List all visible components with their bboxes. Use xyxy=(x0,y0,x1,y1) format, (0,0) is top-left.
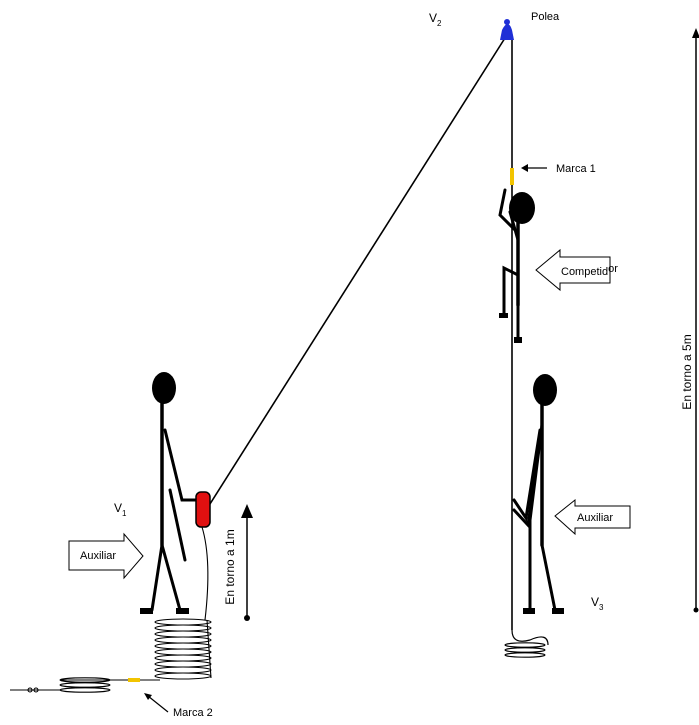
rope-coil-right xyxy=(504,642,546,658)
climber-arm-left xyxy=(498,188,517,232)
climber-figure xyxy=(498,188,535,343)
rope-coil-left xyxy=(154,618,212,680)
auxiliar-right-arrow: Auxiliar xyxy=(554,498,631,536)
dimension-5m xyxy=(692,28,699,613)
dim-1m-label: En torno a 1m xyxy=(223,529,237,604)
belay-device-icon xyxy=(195,491,211,528)
marca-1-pointer xyxy=(521,164,547,172)
climber-arm-right xyxy=(508,210,520,242)
v2-label: V2 xyxy=(429,11,442,28)
climber-head xyxy=(509,192,535,224)
v3-label: V3 xyxy=(591,595,604,612)
rope xyxy=(202,37,549,646)
pulley-icon xyxy=(500,19,514,40)
marca-2-pointer xyxy=(144,693,169,713)
marca-2-label: Marca 2 xyxy=(173,707,213,719)
rope-brake-strand xyxy=(201,526,209,621)
dimension-1m xyxy=(241,504,253,621)
marca-2-indicator xyxy=(128,678,140,682)
marca-1-label: Marca 1 xyxy=(556,163,596,175)
auxiliar-right-figure xyxy=(512,374,564,614)
dim-5m-label: En torno a 5m xyxy=(680,334,694,409)
polea-label: Polea xyxy=(531,11,560,23)
v1-label: V1 xyxy=(114,501,127,518)
marca-1-indicator xyxy=(510,168,514,185)
rope-diagonal-segment xyxy=(202,37,506,516)
auxiliar-left-arrow: Auxiliar xyxy=(68,532,144,580)
climber-leg-left xyxy=(502,265,520,318)
rope-tail-left xyxy=(10,677,160,693)
competidor-arrow: Competidor xyxy=(535,248,618,292)
auxiliar-right-label: Auxiliar xyxy=(577,512,613,524)
auxiliar-left-figure xyxy=(140,372,200,614)
rope-tail-curve xyxy=(511,629,549,646)
competidor-label: Competidor xyxy=(561,263,618,278)
auxiliar-left-label: Auxiliar xyxy=(80,550,116,562)
